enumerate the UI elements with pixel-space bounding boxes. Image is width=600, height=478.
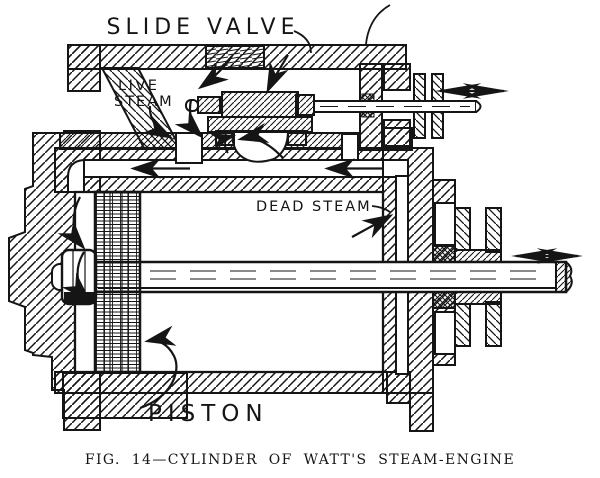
flow-arrows <box>57 4 584 410</box>
figure-caption: FIG. 14—CYLINDER OF WATT'S STEAM-ENGINE <box>85 452 515 468</box>
valve-rod-tip <box>475 100 482 113</box>
steam-chest-cover-flange <box>67 44 101 92</box>
piston-label: PISTON <box>148 401 269 427</box>
valve-stem-tip <box>185 99 199 112</box>
valve-left-nut <box>197 96 221 114</box>
gland-stud <box>454 207 471 251</box>
nut-shadow <box>64 292 94 304</box>
steam-channel-right-bend <box>382 159 409 178</box>
right-steam-port <box>341 133 359 161</box>
gland-stud <box>485 207 502 253</box>
steam-flow-arrow <box>141 105 174 139</box>
steam-inlet-port <box>205 45 265 69</box>
steam-channel-left-bend <box>67 158 85 193</box>
valve-rod-gland-bar <box>413 73 426 103</box>
valve-rod-gland-bar <box>413 109 426 139</box>
stuffing-box-notch <box>434 202 456 246</box>
cylinder-right-foot <box>409 392 434 432</box>
lettering: SLIDE VALVE LIVE STEAM DEAD STEAM PISTON… <box>85 15 515 468</box>
valve-leg <box>287 130 307 146</box>
valve-rod-gland-block-top <box>383 63 411 91</box>
left-end-flow-arrow <box>61 251 91 302</box>
valve-seat <box>59 132 361 150</box>
exhaust-curl-arrow <box>209 133 237 154</box>
piston-rod-shading <box>150 270 540 280</box>
piston-body <box>93 190 142 374</box>
valve-rod-gland-bar <box>431 109 444 139</box>
dead-steam-leader <box>371 205 391 213</box>
valve-rod-gland-bar <box>431 73 444 103</box>
left-end-flow-arrow <box>57 196 86 250</box>
steam-flow-arrow <box>197 55 233 90</box>
gland-packing <box>432 245 456 263</box>
cylinder-bottom-step <box>386 371 411 404</box>
left-steam-port <box>175 132 203 164</box>
valve-body <box>221 91 299 118</box>
valve-right-nut <box>295 94 315 116</box>
live-steam-label-line1: LIVE <box>118 78 159 94</box>
gland-packing <box>432 291 456 309</box>
piston-rod-broken-end <box>555 261 573 293</box>
valve-rod <box>313 100 477 113</box>
stuffing-box-notch <box>434 311 456 355</box>
title-leader-line <box>365 4 391 45</box>
title-leader-line <box>293 30 312 54</box>
dead-steam-arrow <box>351 214 394 239</box>
live-steam-label-line2: STEAM <box>114 94 174 110</box>
slide-valve-label: SLIDE VALVE <box>106 15 299 40</box>
steam-flow-arrow <box>174 99 204 139</box>
gland-stud <box>485 301 502 347</box>
valve-rod-gland-block-bottom <box>383 119 411 147</box>
exhaust-curl-arrow <box>237 122 284 159</box>
piston-label-arrow <box>139 325 178 410</box>
steam-flow-arrow <box>266 54 289 94</box>
valve-lower-plate <box>207 116 313 133</box>
piston-ring-grooves <box>103 192 129 372</box>
gland-stud <box>454 303 471 347</box>
dead-steam-label: DEAD STEAM <box>256 199 372 215</box>
piston-rod-gland <box>432 207 502 347</box>
